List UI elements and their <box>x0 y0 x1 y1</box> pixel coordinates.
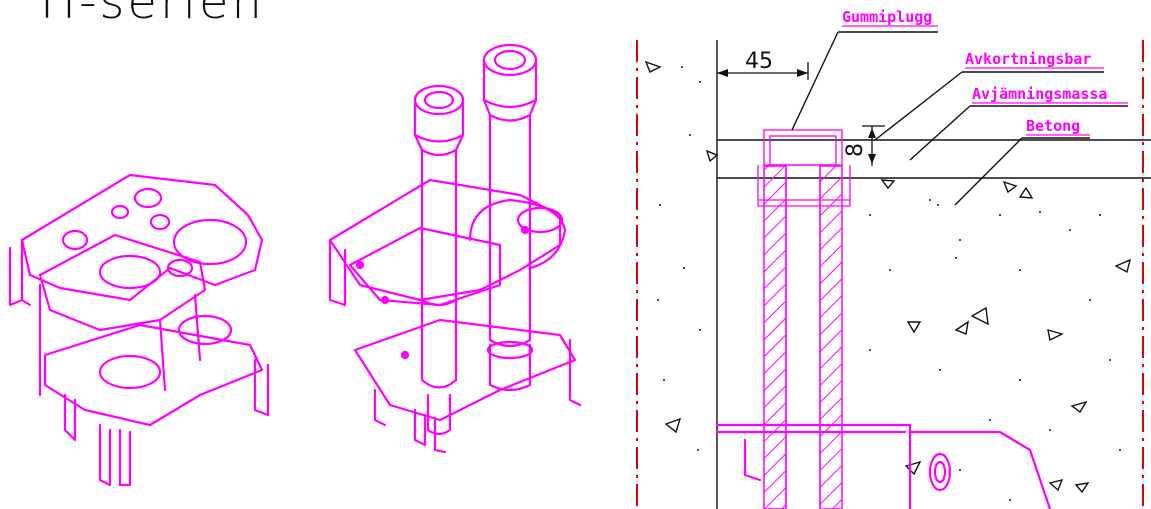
dimension-8-text: 8 <box>843 143 868 157</box>
pipe-wall-right <box>819 165 843 509</box>
label-betong: Betong <box>1026 117 1080 135</box>
label-leaders <box>791 31 1128 206</box>
bracket-with-pipes-view <box>328 43 582 454</box>
concrete-aggregate <box>644 60 1132 494</box>
drawing-title: H-serien <box>40 0 265 30</box>
pipe-assembly <box>757 129 851 509</box>
dimension-45: 45 <box>717 49 809 80</box>
dimension-8: 8 <box>843 125 885 166</box>
section-view: 45 8 Gummiplugg Avkortningsbar Avjämning… <box>636 8 1151 509</box>
label-avkortningsbar: Avkortningsbar <box>965 50 1091 68</box>
label-avjamningsmassa: Avjämningsmassa <box>972 85 1107 103</box>
concrete-specks <box>657 66 1121 501</box>
label-gummiplugg: Gummiplugg <box>842 8 932 26</box>
section-bracket <box>715 423 1052 509</box>
bracket-isometric-view <box>8 173 270 487</box>
pipe-wall-left <box>763 165 787 509</box>
dimension-45-text: 45 <box>745 49 773 74</box>
